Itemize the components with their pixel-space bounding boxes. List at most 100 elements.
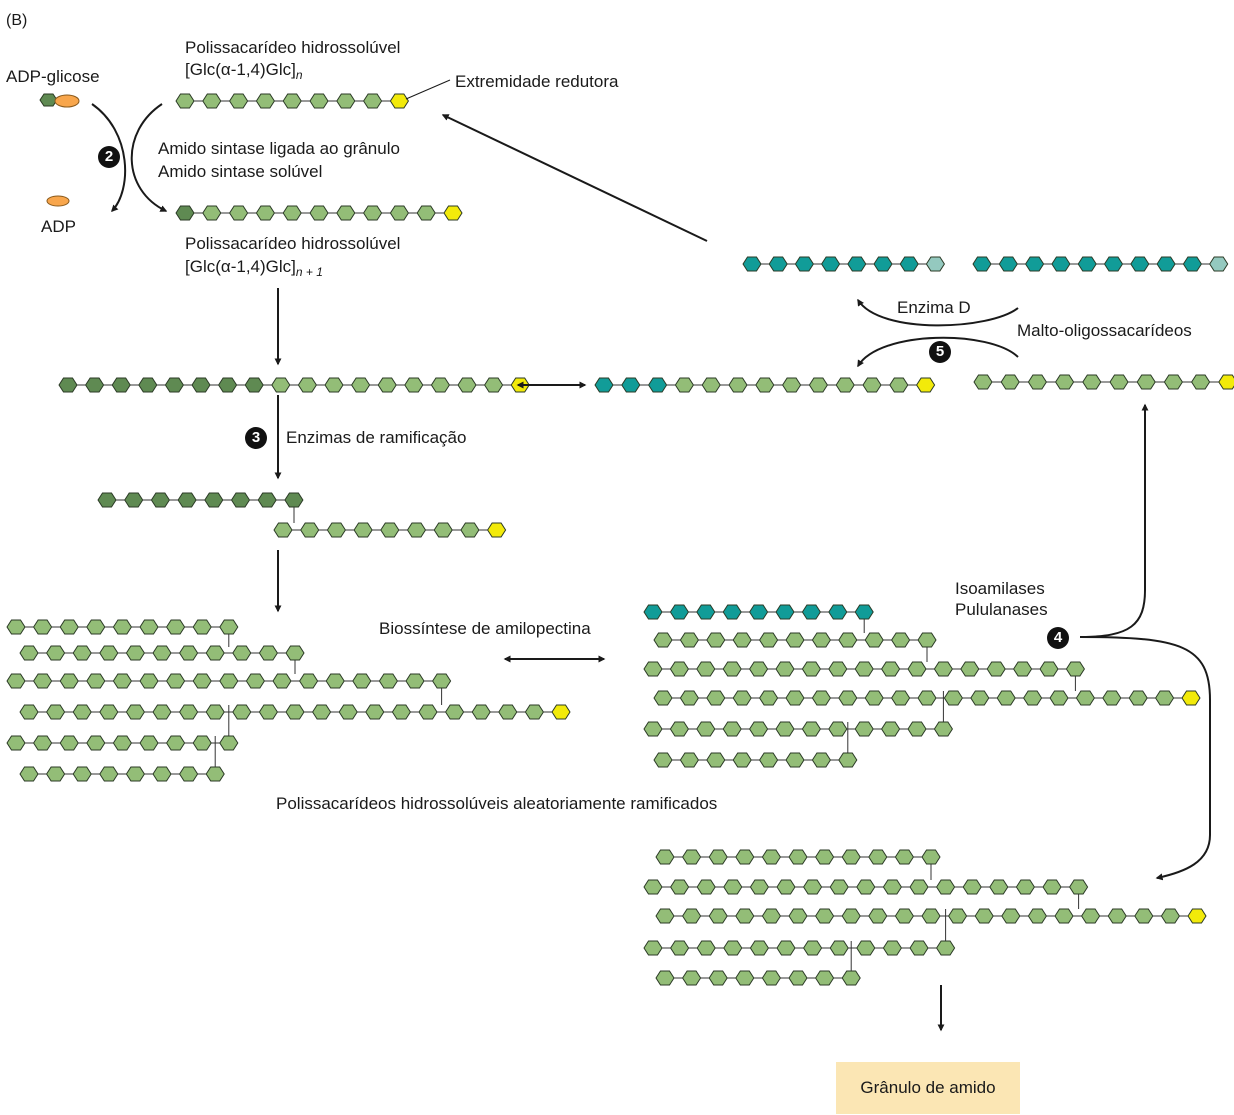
reaction-2-right-arc xyxy=(130,103,168,212)
glucose-residue xyxy=(232,704,252,720)
glucose-residue xyxy=(801,661,821,677)
glucose-residue xyxy=(125,766,145,782)
formula-bottom-main: [Glc(α-1,4)Glc] xyxy=(185,257,296,276)
glucose-residue xyxy=(112,673,132,689)
glucose-residue xyxy=(97,492,117,508)
primed-linear-chain xyxy=(594,377,936,393)
glucose-residue xyxy=(679,632,699,648)
glucose-residue xyxy=(86,673,106,689)
glucose-residue xyxy=(1051,256,1071,272)
glucose-residue xyxy=(732,690,752,706)
glucose-residue xyxy=(284,492,304,508)
glucose-residue xyxy=(749,940,769,956)
glucose-residue xyxy=(696,940,716,956)
cluster-final-row-3 xyxy=(655,908,1207,924)
glucose-residue xyxy=(732,752,752,768)
glucose-residue xyxy=(907,661,927,677)
glucose-residue xyxy=(99,704,119,720)
glucose-residue xyxy=(696,879,716,895)
glucose-residue xyxy=(899,256,919,272)
malto-oligo-product-short xyxy=(742,256,945,272)
glucose-residue xyxy=(1107,908,1127,924)
adp-glucose-phosphate xyxy=(54,94,80,108)
glucose-residue xyxy=(1103,256,1124,272)
glucose-residue xyxy=(643,940,663,956)
glucose-residue xyxy=(338,704,358,720)
adp-glucose-molecule xyxy=(39,93,80,108)
glucose-residue xyxy=(258,645,278,661)
glucose-residue xyxy=(255,205,275,221)
step-3-marker: 3 xyxy=(245,427,267,449)
glucose-residue xyxy=(1102,690,1122,706)
glucose-residue xyxy=(936,940,956,956)
glucose-residue xyxy=(1134,908,1154,924)
glucose-residue xyxy=(192,735,212,751)
glucose-residue xyxy=(33,619,53,635)
glucose-residue xyxy=(352,673,372,689)
glucose-residue xyxy=(761,970,781,986)
glucose-residue xyxy=(1160,908,1180,924)
glucose-residue xyxy=(1069,879,1089,895)
glucose-residue xyxy=(828,661,848,677)
glucose-residue xyxy=(257,492,277,508)
glucose-residue xyxy=(643,721,663,737)
recycle-arrow xyxy=(441,114,708,242)
glucose-residue xyxy=(909,879,929,895)
glucose-residue xyxy=(653,632,673,648)
glucose-residue xyxy=(856,940,876,956)
glucose-residue xyxy=(33,673,53,689)
glucose-residue xyxy=(99,766,119,782)
glucose-residue xyxy=(430,377,450,393)
synthase-granule-label: Amido sintase ligada ao grânulo xyxy=(158,139,400,158)
glucose-residue xyxy=(838,632,858,648)
glucose-residue xyxy=(297,377,317,393)
glucose-chains xyxy=(6,93,1234,986)
glucose-residue xyxy=(86,735,106,751)
glucose-residue xyxy=(324,377,344,393)
reducing-end-glucose xyxy=(916,377,936,393)
glucose-residue xyxy=(150,492,170,508)
glucose-residue xyxy=(708,849,728,865)
pullulanases-label: Pululanases xyxy=(955,600,1048,619)
glucose-residue xyxy=(285,645,305,661)
adp-glucose-hexagon xyxy=(39,93,58,107)
glucose-residue xyxy=(933,721,953,737)
glucose-residue xyxy=(722,721,742,737)
glucose-residue xyxy=(794,256,814,272)
glucose-residue xyxy=(841,849,861,865)
glucose-residue xyxy=(728,377,748,393)
glucose-residue xyxy=(785,690,805,706)
glucose-residue xyxy=(309,93,329,109)
glucose-residue xyxy=(312,704,332,720)
glucose-residue xyxy=(99,645,119,661)
glucose-residue xyxy=(735,849,755,865)
glucose-residue xyxy=(782,377,802,393)
glucose-residue xyxy=(389,205,409,221)
synthase-soluble-label: Amido sintase solúvel xyxy=(158,162,323,181)
glucose-residue xyxy=(377,377,397,393)
glucose-residue xyxy=(742,256,762,272)
glucose-residue xyxy=(245,673,265,689)
glucose-residue xyxy=(1081,908,1101,924)
glucose-residue xyxy=(166,673,186,689)
glucose-residue xyxy=(841,908,861,924)
glucose-residue xyxy=(285,704,305,720)
glucose-residue xyxy=(202,93,222,109)
randomly-branched-label: Polissacarídeos hidrossolúveis aleatoria… xyxy=(276,794,718,813)
glucose-residue xyxy=(648,377,668,393)
glucose-residue xyxy=(255,93,275,109)
glucose-residue xyxy=(759,690,779,706)
glucose-residue xyxy=(6,619,26,635)
glucose-residue xyxy=(735,908,755,924)
enzyme-d-upper-arc xyxy=(857,298,1019,327)
glucose-residue xyxy=(722,604,742,620)
glucose-residue xyxy=(889,377,909,393)
glucose-residue xyxy=(882,940,902,956)
glucose-residue xyxy=(653,752,673,768)
isoamylases-label: Isoamilases xyxy=(955,579,1045,598)
cluster-left-row-5 xyxy=(6,735,239,751)
malto-oligo-product-long xyxy=(972,256,1229,272)
glucose-residue xyxy=(152,645,172,661)
glucose-residue xyxy=(1027,908,1047,924)
glucose-residue xyxy=(72,645,92,661)
